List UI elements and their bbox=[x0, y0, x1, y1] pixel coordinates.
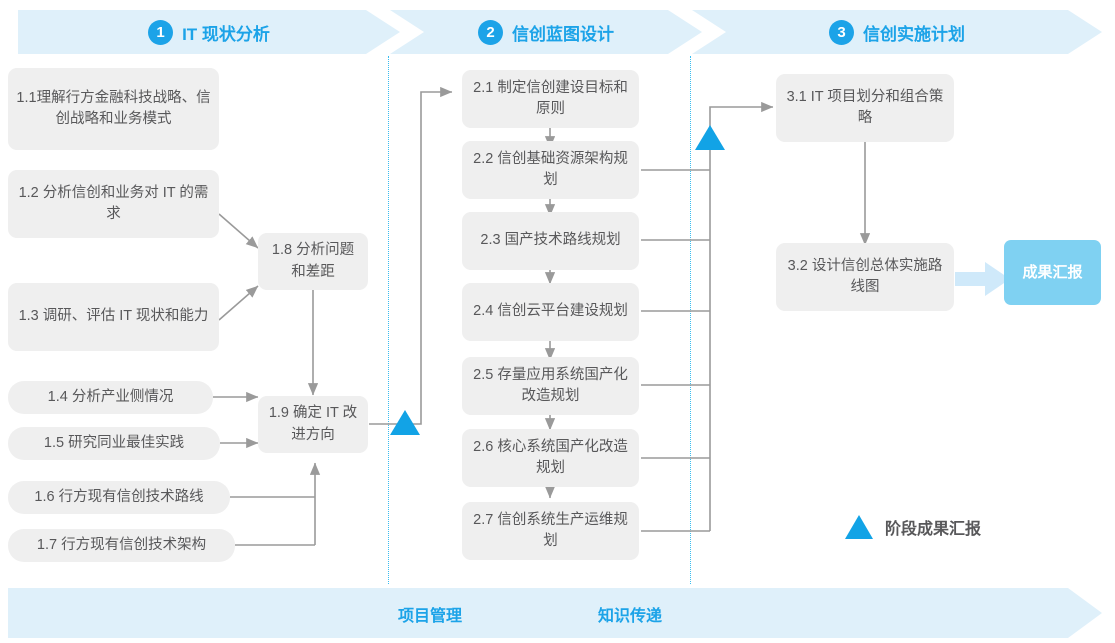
legend: 阶段成果汇报 bbox=[845, 515, 981, 539]
node-1-9[interactable]: 1.9 确定 IT 改进方向 bbox=[258, 396, 368, 453]
milestone-triangle-phase2 bbox=[695, 125, 725, 150]
footer-bar: 项目管理 知识传递 bbox=[0, 588, 1115, 638]
node-1-3[interactable]: 1.3 调研、评估 IT 现状和能力 bbox=[8, 283, 219, 351]
node-1-6[interactable]: 1.6 行方现有信创技术路线 bbox=[8, 481, 230, 514]
milestone-triangle-phase1 bbox=[390, 410, 420, 435]
node-2-7[interactable]: 2.7 信创系统生产运维规划 bbox=[462, 502, 639, 560]
node-3-2[interactable]: 3.2 设计信创总体实施路线图 bbox=[776, 243, 954, 311]
phase-number-1: 1 bbox=[148, 19, 174, 45]
node-1-8[interactable]: 1.8 分析问题和差距 bbox=[258, 233, 368, 290]
node-1-4[interactable]: 1.4 分析产业侧情况 bbox=[8, 381, 213, 414]
phase-title-1: IT 现状分析 bbox=[182, 24, 270, 44]
node-2-1[interactable]: 2.1 制定信创建设目标和原则 bbox=[462, 70, 639, 128]
node-2-5[interactable]: 2.5 存量应用系统国产化改造规划 bbox=[462, 357, 639, 415]
phase-title-2: 信创蓝图设计 bbox=[512, 24, 614, 44]
phase-banner-3: 3 信创实施计划 bbox=[692, 10, 1102, 54]
node-2-2[interactable]: 2.2 信创基础资源架构规划 bbox=[462, 141, 639, 199]
phase-banner-2: 2 信创蓝图设计 bbox=[390, 10, 702, 54]
node-2-3[interactable]: 2.3 国产技术路线规划 bbox=[462, 212, 639, 270]
milestone-legend-icon bbox=[845, 515, 873, 539]
footer-bar-shape bbox=[8, 588, 1102, 638]
node-1-1[interactable]: 1.1理解行方金融科技战略、信创战略和业务模式 bbox=[8, 68, 219, 150]
phase-title-3: 信创实施计划 bbox=[863, 24, 965, 44]
phase-number-2: 2 bbox=[478, 19, 503, 45]
node-3-1[interactable]: 3.1 IT 项目划分和组合策略 bbox=[776, 74, 954, 142]
footer-label-project-management: 项目管理 bbox=[398, 608, 463, 625]
node-2-4[interactable]: 2.4 信创云平台建设规划 bbox=[462, 283, 639, 341]
node-1-2[interactable]: 1.2 分析信创和业务对 IT 的需求 bbox=[8, 170, 219, 238]
legend-label: 阶段成果汇报 bbox=[885, 521, 982, 538]
footer-label-knowledge-transfer: 知识传递 bbox=[598, 608, 663, 625]
phase-divider-1 bbox=[388, 56, 389, 584]
phase-banner-1: 1 IT 现状分析 bbox=[18, 10, 400, 54]
deliverable-arrow bbox=[955, 262, 1010, 296]
phase-number-3: 3 bbox=[829, 19, 854, 45]
deliverable-box[interactable]: 成果汇报 bbox=[1004, 240, 1101, 305]
phase-divider-2 bbox=[690, 56, 691, 584]
node-1-7[interactable]: 1.7 行方现有信创技术架构 bbox=[8, 529, 235, 562]
node-2-6[interactable]: 2.6 核心系统国产化改造规划 bbox=[462, 429, 639, 487]
node-1-5[interactable]: 1.5 研究同业最佳实践 bbox=[8, 427, 220, 460]
